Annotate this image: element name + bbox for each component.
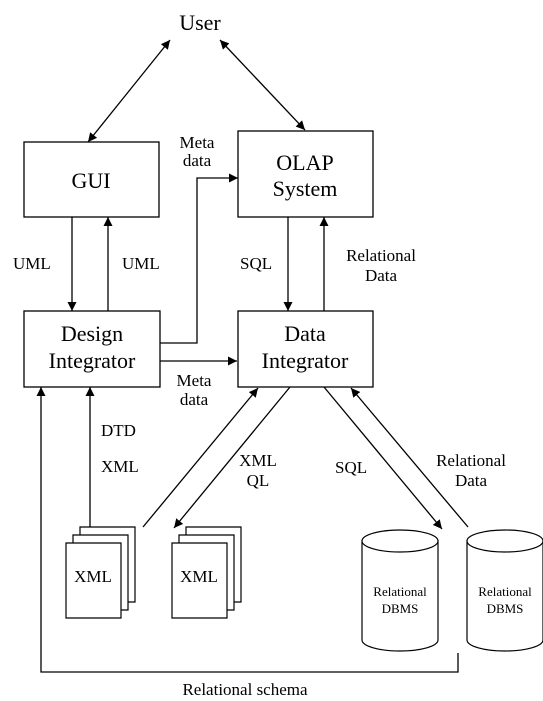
relational-schema-edge bbox=[36, 387, 459, 673]
dbms-1-label-line1: Relational bbox=[373, 584, 427, 599]
xml-label: XML bbox=[101, 457, 139, 476]
gui-box bbox=[23, 141, 160, 218]
xml-document-2-label: XML bbox=[180, 567, 218, 586]
dbms-2-label-line1: Relational bbox=[478, 584, 532, 599]
data-integrator-label-line1: Data bbox=[284, 321, 326, 346]
data-to-xmlql-edge bbox=[173, 386, 291, 529]
user-label: User bbox=[179, 10, 221, 35]
meta-data-top-label-line1: Meta bbox=[180, 133, 215, 152]
olap-system-box bbox=[237, 130, 374, 218]
uml-up-label: UML bbox=[122, 254, 160, 273]
user-olap-edge bbox=[219, 39, 306, 131]
user-gui-edge bbox=[87, 39, 171, 143]
xml-document-stack-2 bbox=[171, 526, 242, 619]
data-integrator-label-line2: Integrator bbox=[262, 348, 349, 373]
meta-data-bottom-label-line1: Meta bbox=[177, 371, 212, 390]
design-integrator-box bbox=[23, 310, 161, 388]
xml-document-stack-1 bbox=[65, 526, 136, 619]
sql-dbms-label: SQL bbox=[335, 458, 367, 477]
olap-label-line2: System bbox=[273, 176, 338, 201]
xml-to-data-edge bbox=[142, 387, 259, 528]
design-integrator-label-line2: Integrator bbox=[49, 348, 136, 373]
relational-schema-label: Relational schema bbox=[182, 680, 308, 699]
design-to-olap-meta-edge bbox=[160, 173, 238, 344]
relational-dbms-cylinder-1 bbox=[361, 529, 439, 652]
relational-data-olap-label-line1: Relational bbox=[346, 246, 416, 265]
dbms-2-label-line2: DBMS bbox=[487, 601, 524, 616]
relational-data-dbms-label-line1: Relational bbox=[436, 451, 506, 470]
olap-label-line1: OLAP bbox=[276, 150, 333, 175]
relational-data-dbms-label-line2: Data bbox=[455, 471, 488, 490]
meta-data-top-label-line2: data bbox=[183, 151, 212, 170]
xml-document-1-label: XML bbox=[74, 567, 112, 586]
data-to-dbms-sql-edge bbox=[323, 386, 443, 530]
sql-olap-label: SQL bbox=[240, 254, 272, 273]
xml-ql-label-line2: QL bbox=[247, 471, 270, 490]
dbms-1-label-line2: DBMS bbox=[382, 601, 419, 616]
dtd-label: DTD bbox=[101, 421, 136, 440]
dbms-to-data-reldata-edge bbox=[350, 387, 469, 528]
data-integrator-box bbox=[237, 310, 374, 388]
relational-dbms-cylinder-2 bbox=[466, 529, 543, 652]
relational-data-olap-label-line2: Data bbox=[365, 266, 398, 285]
gui-label: GUI bbox=[71, 168, 110, 193]
design-integrator-label-line1: Design bbox=[61, 321, 123, 346]
meta-data-bottom-label-line2: data bbox=[180, 390, 209, 409]
xml-ql-label-line1: XML bbox=[239, 451, 277, 470]
uml-down-label: UML bbox=[13, 254, 51, 273]
